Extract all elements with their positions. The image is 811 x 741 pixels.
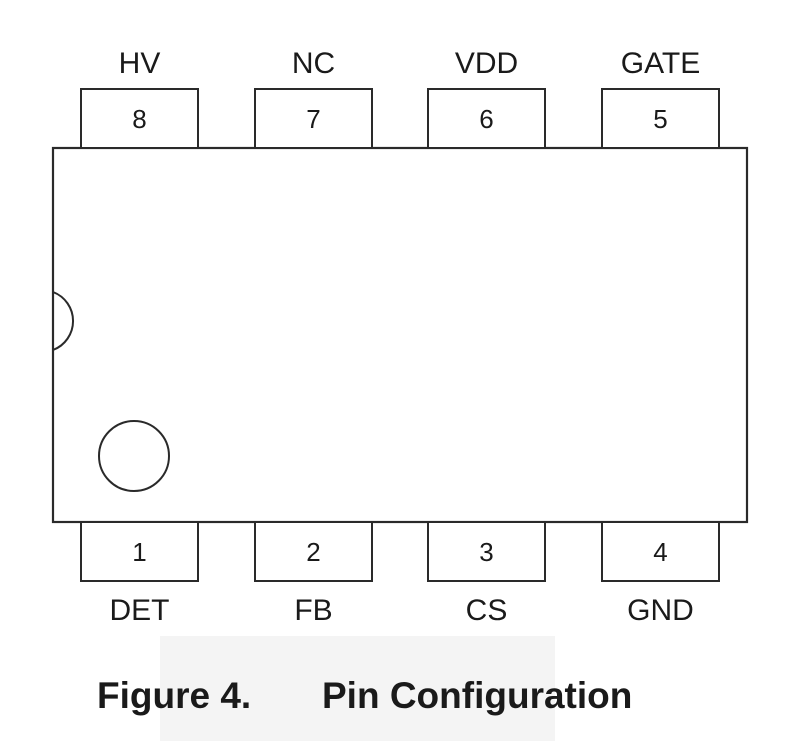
pin-box [80, 88, 199, 149]
pin-number: 6 [479, 104, 493, 134]
pin-name: GATE [621, 47, 700, 80]
pin-name: CS [466, 594, 508, 627]
pin-name: VDD [455, 47, 518, 80]
top-pin-7: 7 NC [254, 47, 373, 149]
figure-title: Pin Configuration [322, 675, 632, 716]
pin-number: 5 [653, 104, 667, 134]
pin-box [601, 521, 720, 582]
pin-name: FB [294, 594, 332, 627]
pin-number: 2 [306, 537, 320, 567]
pin-box [427, 521, 546, 582]
pin1-indicator-circle [98, 420, 170, 492]
bottom-pin-2: 2 FB [254, 521, 373, 627]
pin-number: 1 [132, 537, 146, 567]
top-pin-8: 8 HV [80, 47, 199, 149]
figure-label: Figure 4. [97, 675, 251, 716]
top-pin-5: 5 GATE [601, 47, 720, 149]
top-pin-6: 6 VDD [427, 47, 546, 149]
pin-number: 7 [306, 104, 320, 134]
bottom-pin-3: 3 CS [427, 521, 546, 627]
pin-name: DET [110, 594, 170, 627]
pin-box [80, 521, 199, 582]
ic-package-body [51, 146, 749, 524]
pin-number: 4 [653, 537, 667, 567]
caption-highlight [160, 636, 555, 741]
pin-name: NC [292, 47, 335, 80]
pin-name: HV [119, 47, 161, 80]
pin-number: 3 [479, 537, 493, 567]
pin-box [427, 88, 546, 149]
pin-name: GND [627, 594, 694, 627]
pin-number: 8 [132, 104, 146, 134]
pin-box [254, 88, 373, 149]
bottom-pin-4: 4 GND [601, 521, 720, 627]
pin-box [601, 88, 720, 149]
bottom-pin-1: 1 DET [80, 521, 199, 627]
package-notch [52, 291, 74, 351]
pin-box [254, 521, 373, 582]
